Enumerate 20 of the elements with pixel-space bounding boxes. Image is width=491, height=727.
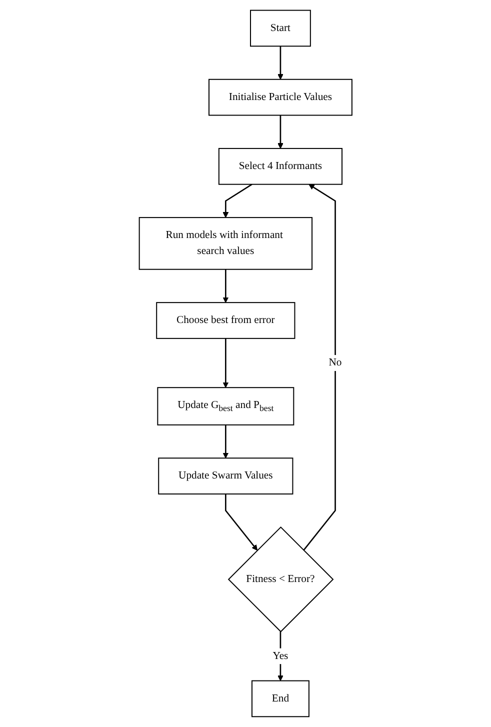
arrow xyxy=(277,46,284,80)
node-box: Choose best from error xyxy=(156,302,296,339)
arrow xyxy=(222,184,252,218)
arrow xyxy=(222,338,228,388)
node-box: Start xyxy=(250,10,311,47)
arrow xyxy=(277,115,284,149)
node-box: Update Swarm Values xyxy=(158,458,294,494)
arrow xyxy=(222,269,228,303)
arrow xyxy=(302,184,336,551)
node-box: Select 4 Informants xyxy=(218,148,342,185)
arrow xyxy=(224,494,258,551)
node-box: Update G$_{best}$ and P$_{best}$ xyxy=(157,387,294,426)
node-diamond: Fitness < Error? xyxy=(228,526,334,632)
edge-label: Yes xyxy=(272,650,288,662)
node-box: End xyxy=(251,680,310,718)
edge-label: No xyxy=(328,357,342,368)
arrow xyxy=(222,424,228,458)
node-box: Initialise Particle Values xyxy=(208,78,352,116)
node-box: Run models with informant search values xyxy=(138,217,312,270)
arrow xyxy=(277,632,284,682)
